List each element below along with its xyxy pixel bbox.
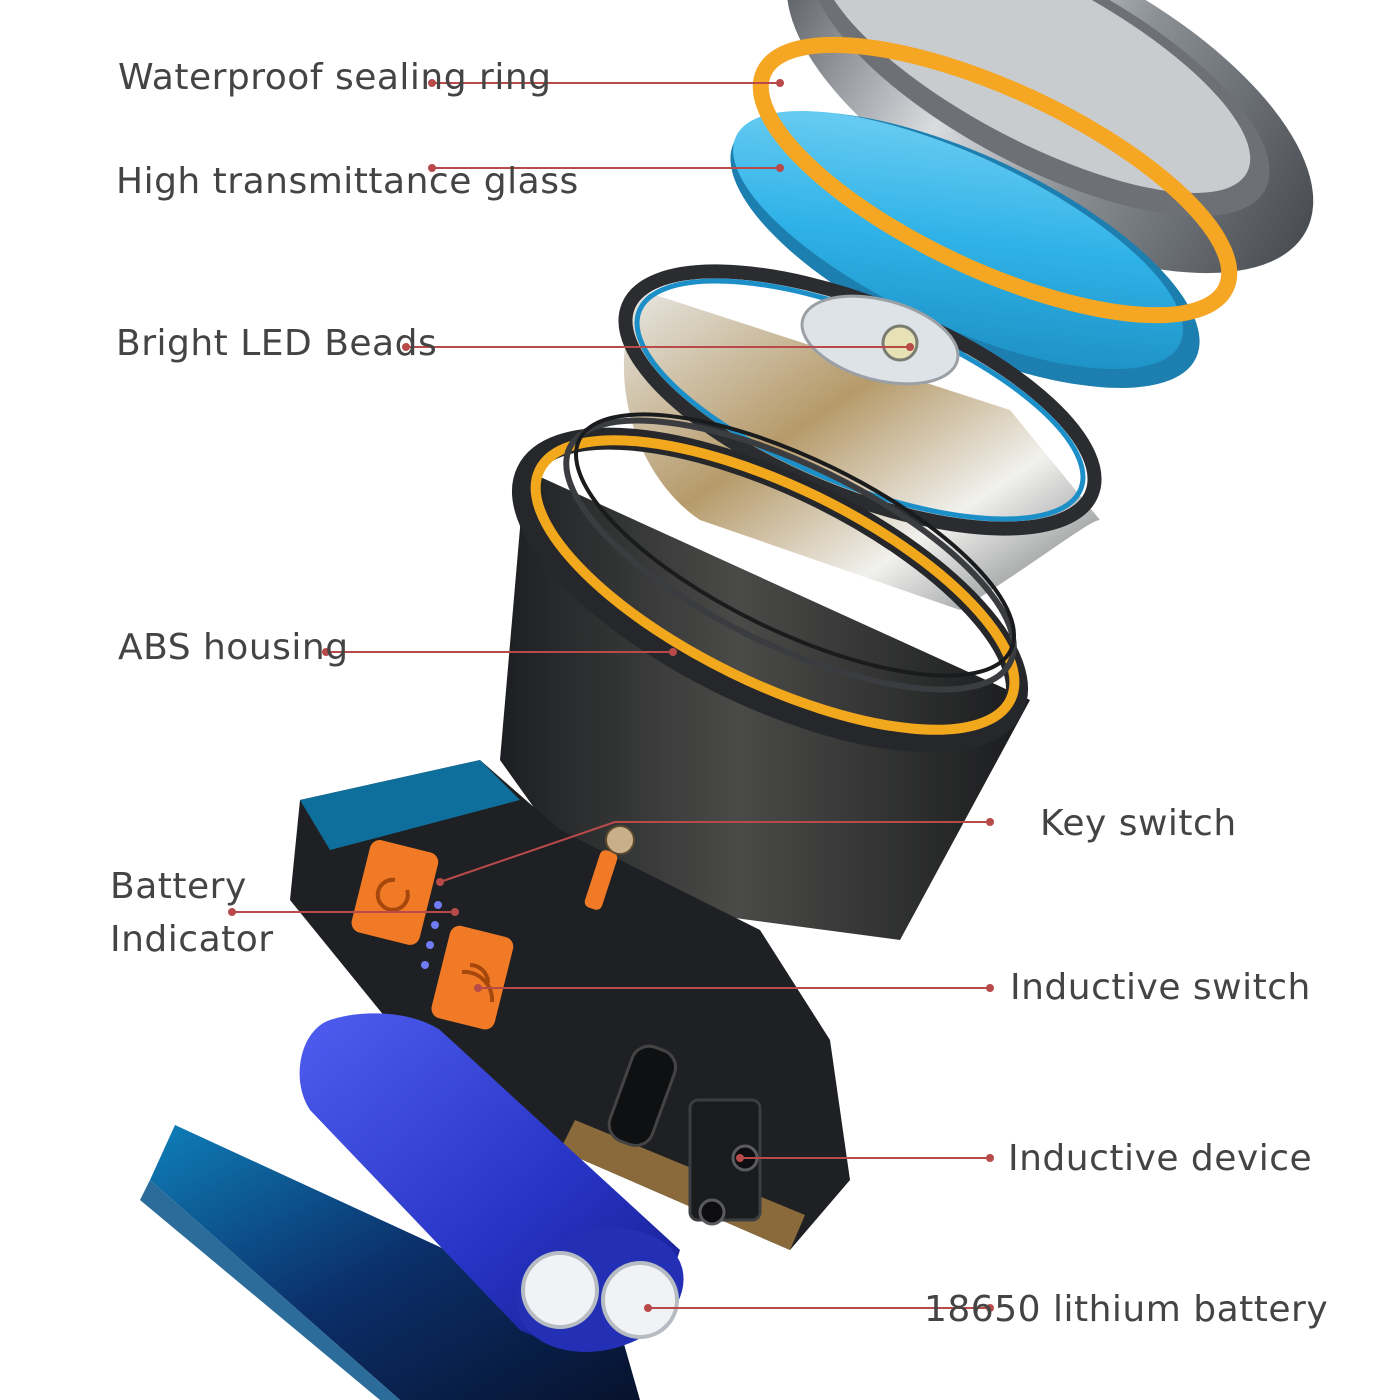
label-inductive-switch: Inductive switch [1010, 967, 1311, 1008]
headband-base-plate [140, 1125, 640, 1400]
inductive-device-leader-end-dot [736, 1154, 744, 1162]
glass-leader-end-dot [776, 164, 784, 172]
glass-leader-start-dot [428, 164, 436, 172]
label-18650-lithium-battery: 18650 lithium battery [924, 1289, 1329, 1330]
label-battery-indicator-line2: Indicator [110, 919, 274, 960]
key-switch-leader-start-dot [986, 818, 994, 826]
led-bead-icon [881, 324, 919, 362]
label-waterproof-sealing-ring: Waterproof sealing ring [118, 57, 552, 98]
label-key-switch: Key switch [1040, 803, 1237, 844]
power-button [431, 925, 514, 1030]
label-battery-indicator: Battery Indicator [110, 860, 274, 966]
battery-indicator-leader-start-dot [228, 908, 236, 916]
leader-lines [228, 79, 994, 1312]
key-switch-leader [439, 821, 990, 883]
battery-leader-start-dot [986, 1304, 994, 1312]
inductive-sensor [688, 1098, 762, 1226]
label-bright-led-beads: Bright LED Beads [116, 323, 438, 364]
inductive-device-leader-start-dot [986, 1154, 994, 1162]
waterproof-ring-leader-end-dot [776, 79, 784, 87]
battery-indicator-leds [421, 901, 442, 969]
abs-housing-leader-end-dot [669, 648, 677, 656]
inductive-switch-button [351, 840, 439, 945]
led-beads-leader-start-dot [402, 343, 410, 351]
reflector-cup [618, 264, 1102, 610]
label-high-transmittance-glass: High transmittance glass [116, 161, 579, 202]
label-abs-housing: ABS housing [118, 627, 349, 668]
battery-indicator-leader-end-dot [451, 908, 459, 916]
lithium-battery [299, 1013, 684, 1352]
label-battery-indicator-line1: Battery [110, 866, 247, 907]
inductive-switch-leader-end-dot [474, 984, 482, 992]
led-beads-leader-end-dot [906, 343, 914, 351]
inductive-switch-leader-start-dot [986, 984, 994, 992]
label-inductive-device: Inductive device [1008, 1138, 1313, 1179]
abs-housing-leader-start-dot [322, 648, 330, 656]
waterproof-ring-leader-start-dot [428, 79, 436, 87]
key-switch-leader-end-dot [436, 878, 444, 886]
waterproof-seal-ring [752, 36, 1238, 324]
battery-leader-end-dot [644, 1304, 652, 1312]
